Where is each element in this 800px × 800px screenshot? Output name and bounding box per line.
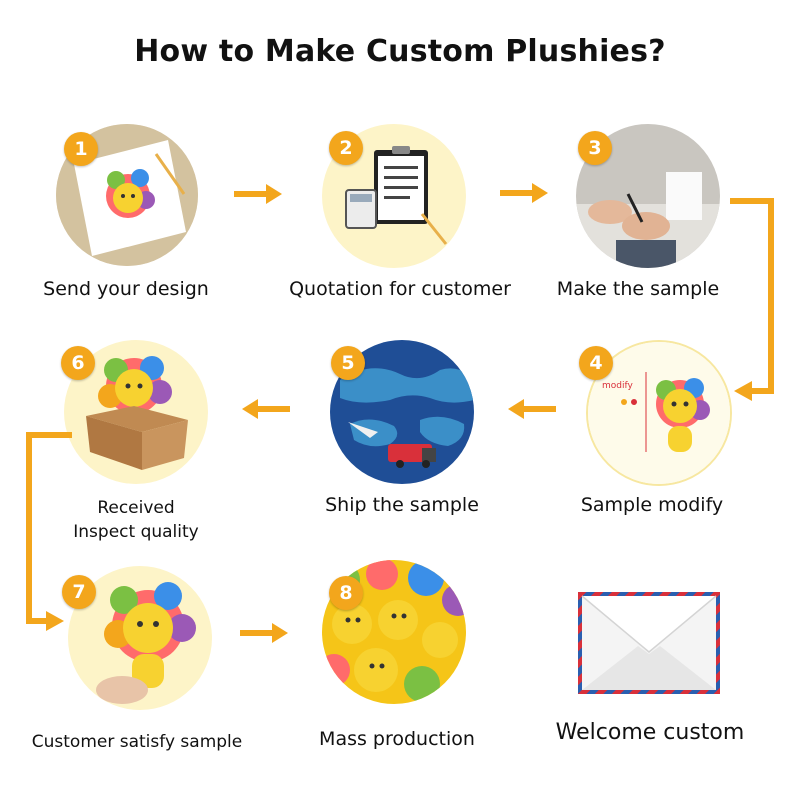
connector-6-to-7-bottom <box>26 618 48 624</box>
connector-3-to-4-top <box>730 198 774 204</box>
step-6-label: Received Inspect quality <box>40 496 232 544</box>
step-5-badge: 5 <box>331 346 365 380</box>
step-1-label: Send your design <box>43 278 209 300</box>
arrow-5-to-6 <box>242 399 290 419</box>
step-7-badge: 7 <box>62 575 96 609</box>
step-6-label-line2: Inspect quality <box>73 522 199 542</box>
step-2-badge: 2 <box>329 131 363 165</box>
step-1-badge: 1 <box>64 132 98 166</box>
arrow-3-to-4-head <box>734 381 752 401</box>
step-7-label: Customer satisfy sample <box>31 732 243 752</box>
step-4-label: Sample modify <box>580 494 724 516</box>
arrow-2-to-3 <box>500 183 548 203</box>
arrow-6-to-7-head <box>46 611 64 631</box>
step-6-badge: 6 <box>61 346 95 380</box>
step-3-label: Make the sample <box>556 278 720 300</box>
step-8-label: Mass production <box>319 728 475 750</box>
step-5-label: Ship the sample <box>325 494 479 516</box>
diagram-title: How to Make Custom Plushies? <box>134 34 666 69</box>
step-3-badge: 3 <box>578 131 612 165</box>
arrow-1-to-2 <box>234 184 282 204</box>
step-4-badge: 4 <box>579 346 613 380</box>
connector-6-to-7-side <box>26 432 32 624</box>
connector-3-to-4-side <box>768 198 774 394</box>
step-8-image <box>322 560 466 704</box>
arrow-4-to-5 <box>508 399 556 419</box>
envelope-icon <box>578 592 720 694</box>
step-2-label: Quotation for customer <box>289 278 511 300</box>
connector-6-to-7-top <box>26 432 72 438</box>
welcome-custom-label: Welcome custom <box>555 720 745 745</box>
connector-3-to-4-bottom <box>748 388 774 394</box>
svg-text:modify: modify <box>602 381 633 391</box>
step-6-label-line1: Received <box>97 498 175 518</box>
step-8-badge: 8 <box>329 576 363 610</box>
arrow-7-to-8 <box>240 623 288 643</box>
